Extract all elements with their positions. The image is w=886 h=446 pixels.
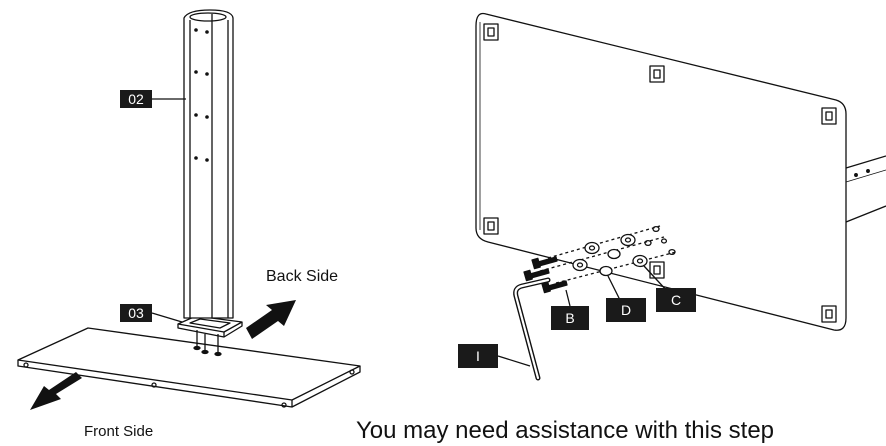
- assistance-caption: You may need assistance with this step: [356, 417, 774, 444]
- hex-key-tool: [513, 277, 551, 381]
- part-tag-03: 03: [120, 304, 152, 322]
- washer-c: [572, 233, 648, 272]
- hardware-tag-c: C: [656, 288, 696, 312]
- mounting-panel: [475, 12, 847, 331]
- screws-b: [523, 256, 568, 294]
- part-tag-03-label: 03: [128, 305, 144, 321]
- hardware-tag-d-label: D: [621, 302, 631, 318]
- leader-line-03: [151, 312, 183, 323]
- stand-assembly: [17, 9, 361, 408]
- front-side-label: Front Side: [84, 423, 153, 440]
- hardware-tag-d: D: [606, 298, 646, 322]
- column-post: [183, 9, 234, 319]
- part-tag-02: 02: [120, 90, 152, 108]
- small-washers: [644, 225, 676, 256]
- hardware-tag-b: B: [551, 306, 589, 330]
- washer-d: [599, 248, 621, 277]
- hardware-tag-c-label: C: [671, 292, 681, 308]
- part-tag-02-label: 02: [128, 91, 144, 107]
- base-bracket: [177, 315, 243, 357]
- front-side-arrow-icon: [30, 372, 82, 410]
- column-holes: [194, 28, 209, 162]
- hardware-tag-b-label: B: [565, 310, 574, 326]
- support-arm: [845, 155, 886, 223]
- panel-assembly: [475, 12, 886, 381]
- tool-tag-i-label: I: [476, 348, 480, 364]
- tool-tag-i: I: [458, 344, 498, 368]
- base-plate: [17, 327, 361, 408]
- hardware-set: [523, 225, 677, 307]
- back-side-label: Back Side: [266, 268, 338, 285]
- panel-clips: [483, 23, 837, 323]
- back-side-arrow-icon: [246, 300, 296, 339]
